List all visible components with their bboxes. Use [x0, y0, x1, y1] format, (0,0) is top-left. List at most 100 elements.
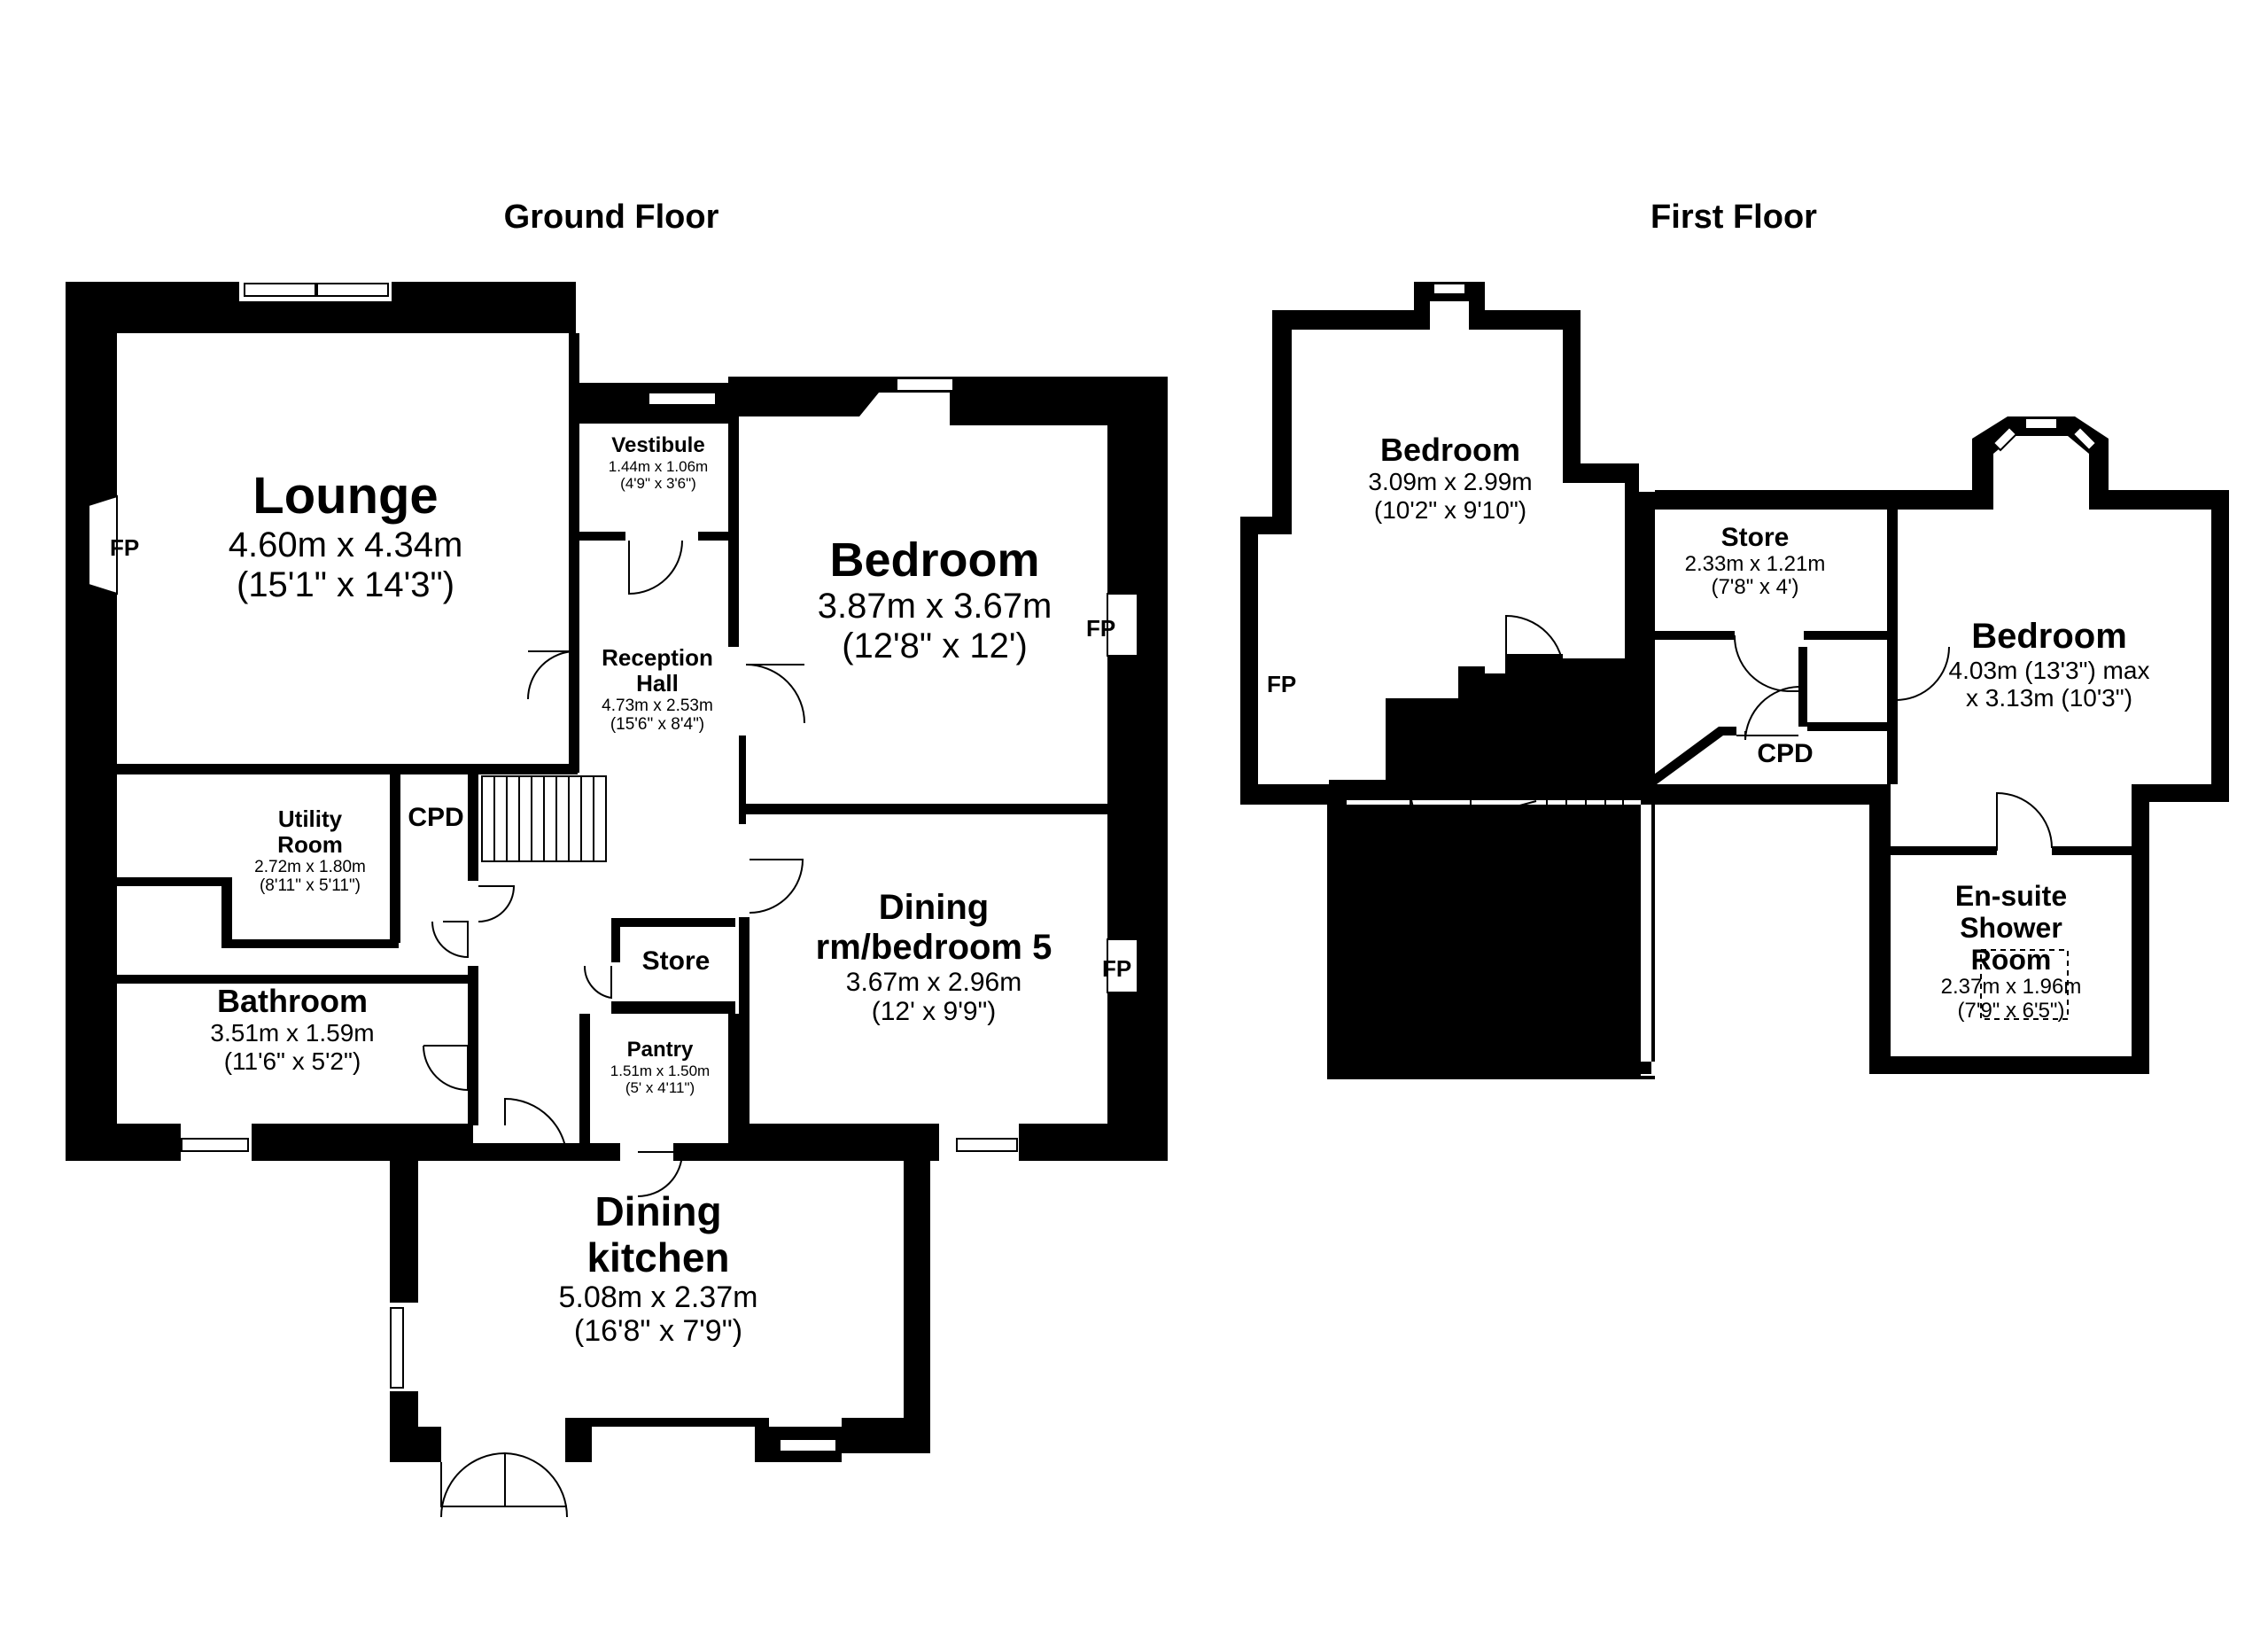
room-dims: 3.09m x 2.99m [1368, 468, 1533, 496]
room-vestibule: Vestibule 1.44m x 1.06m (4'9" x 3'6") [608, 433, 709, 492]
first-floor-title: First Floor [1651, 198, 1817, 236]
room-imperial: (7'8" x 4') [1711, 575, 1799, 600]
room-imperial: (9'5" x 6'7") [1412, 976, 1538, 1004]
room-dims: 4.60m x 4.34m [228, 525, 463, 564]
kitchen-wall [390, 1124, 473, 1303]
ground-floor-plan [66, 282, 1168, 1518]
room-bedroom-ground: Bedroom 3.87m x 3.67m (12'8" x 12') [818, 533, 1052, 666]
room-name-line2: Room [277, 831, 343, 859]
room-name-line1: Dining [594, 1188, 722, 1234]
room-dims: 4.03m (13'3") max [1948, 656, 2150, 684]
fireplace-label-first: FP [1267, 671, 1297, 697]
room-dims: 2.33m x 1.21m [1684, 551, 1826, 576]
fireplace-label-dining: FP [1102, 955, 1132, 982]
room-imperial: (11'6" x 5'2") [223, 1047, 361, 1075]
wall-diag [1641, 727, 1736, 784]
room-dims: 2.86m x 2.00m [1393, 948, 1557, 977]
room-imperial: (8'11" x 5'11") [259, 876, 361, 896]
room-name: Store [641, 946, 711, 976]
room-dims: 3.67m x 2.96m [845, 967, 1022, 997]
wall-lounge-bottom [117, 764, 578, 774]
wall-utility-bottom-2 [221, 877, 232, 948]
room-dims: 2.37m x 1.96m [1940, 975, 2082, 1000]
room-name-line2: rm/bedroom 5 [815, 927, 1052, 967]
bathroom-bottom-wall [66, 1124, 181, 1161]
wall-bedroom-bottom [739, 804, 1107, 814]
room-name: Store [1720, 523, 1790, 552]
wall-hall-bedroom [739, 735, 746, 824]
kitchen-wall-bottom [565, 1418, 769, 1462]
room-dims: 4.73m x 2.53m [602, 697, 713, 716]
kitchen-wall-right [762, 1152, 930, 1462]
wall-vestibule-bottom-r [698, 532, 734, 541]
room-imperial: (15'6" x 8'4") [610, 715, 705, 735]
room-name: Lounge [252, 467, 439, 525]
wall-pantry-left [579, 1014, 590, 1147]
wall-bath-top [117, 975, 478, 984]
room-imperial: (7'9" x 6'5") [1957, 999, 2065, 1023]
first-right-outer-wall [1639, 416, 2229, 1074]
room-bedroom-first-1: Bedroom 3.09m x 2.99m (10'2" x 9'10") [1368, 432, 1532, 524]
room-name-line1: Reception [602, 644, 713, 671]
room-imperial: (15'1" x 14'3") [236, 564, 455, 604]
wall-store-box-left [611, 918, 620, 962]
room-reception-hall: Reception Hall 4.73m x 2.53m (15'6" x 8'… [602, 644, 713, 735]
room-imperial: (12' x 9'9") [871, 997, 997, 1027]
first-staircase [1470, 779, 1624, 878]
room-name: Bathroom [216, 983, 368, 1019]
wall-cpd-left [390, 774, 400, 943]
room-name: Bedroom [1404, 912, 1546, 948]
room-dims: 1.51m x 1.50m [610, 1062, 711, 1079]
room-imperial: (5' x 4'11") [625, 1078, 695, 1096]
room-dims: 1.44m x 1.06m [608, 457, 709, 475]
wall-store-bottom-l [1655, 631, 1735, 640]
lounge-top-wall [66, 282, 576, 333]
room-name: Pantry [626, 1038, 694, 1062]
room-lounge: Lounge 4.60m x 4.34m (15'1" x 14'3") [228, 467, 463, 605]
wall-lounge-right [569, 333, 579, 773]
room-name-line1: En-suite [1954, 880, 2068, 912]
room-dims: 5.08m x 2.37m [558, 1280, 758, 1315]
room-dining-rm: Dining rm/bedroom 5 3.67m x 2.96m (12' x… [816, 888, 1052, 1027]
room-imperial: (16'8" x 7'9") [573, 1314, 743, 1349]
wall-cpd-divider [1798, 647, 1807, 727]
room-dining-kitchen: Dining kitchen 5.08m x 2.37m (16'8" x 7'… [558, 1188, 758, 1349]
room-dims: 3.51m x 1.59m [210, 1019, 375, 1047]
room-name: Bedroom [1379, 432, 1521, 468]
room-utility: Utility Room 2.72m x 1.80m (8'11" x 5'11… [254, 806, 366, 896]
fireplace-label-lounge: FP [110, 534, 140, 561]
room-name: CPD [408, 803, 464, 832]
wall-cpd-divider-b [1807, 722, 1891, 731]
room-pantry: Pantry 1.51m x 1.50m (5' x 4'11") [610, 1038, 711, 1096]
wall-utility-bottom [117, 877, 223, 886]
wall-store-bottom-r [1804, 631, 1892, 640]
wall-cpd-right [468, 774, 478, 881]
dining-bottom-wall-b [1019, 1124, 1168, 1161]
room-store-first: Store 2.33m x 1.21m (7'8" x 4') [1685, 523, 1826, 600]
wall-bath-right [468, 966, 478, 1125]
room-imperial: x 3.13m (10'3") [1965, 684, 2133, 712]
room-name-line1: Utility [277, 806, 343, 832]
first-doors [1410, 614, 2053, 851]
wall-store-box [611, 918, 735, 927]
room-name-line3: Room [1970, 943, 2052, 976]
wall-store-right [1887, 510, 1898, 784]
ground-fireplaces [88, 494, 1138, 993]
room-name: Bedroom [829, 533, 1040, 587]
room-ensuite: En-suite Shower Room 2.37m x 1.96m (7'9"… [1940, 880, 2082, 1023]
room-dims: 3.87m x 3.67m [817, 587, 1052, 627]
room-name-line1: Dining [878, 888, 990, 927]
kitchen-wall-top-right [673, 1143, 930, 1161]
first-floor-plan [1240, 282, 2229, 1079]
room-imperial: (10'2" x 9'10") [1373, 495, 1527, 524]
wall-ensuite-top-l [1891, 846, 1997, 855]
room-bathroom: Bathroom 3.51m x 1.59m (11'6" x 5'2") [210, 983, 375, 1075]
wall-pantry-right [728, 1014, 739, 1147]
wall-utility-bottom-3 [221, 939, 399, 948]
room-dims: 2.72m x 1.80m [254, 858, 366, 877]
room-cpd-ground: CPD [408, 803, 463, 833]
room-name: Vestibule [611, 433, 705, 457]
ground-doors [423, 540, 805, 1518]
wall-ensuite-top-r [2052, 846, 2133, 855]
